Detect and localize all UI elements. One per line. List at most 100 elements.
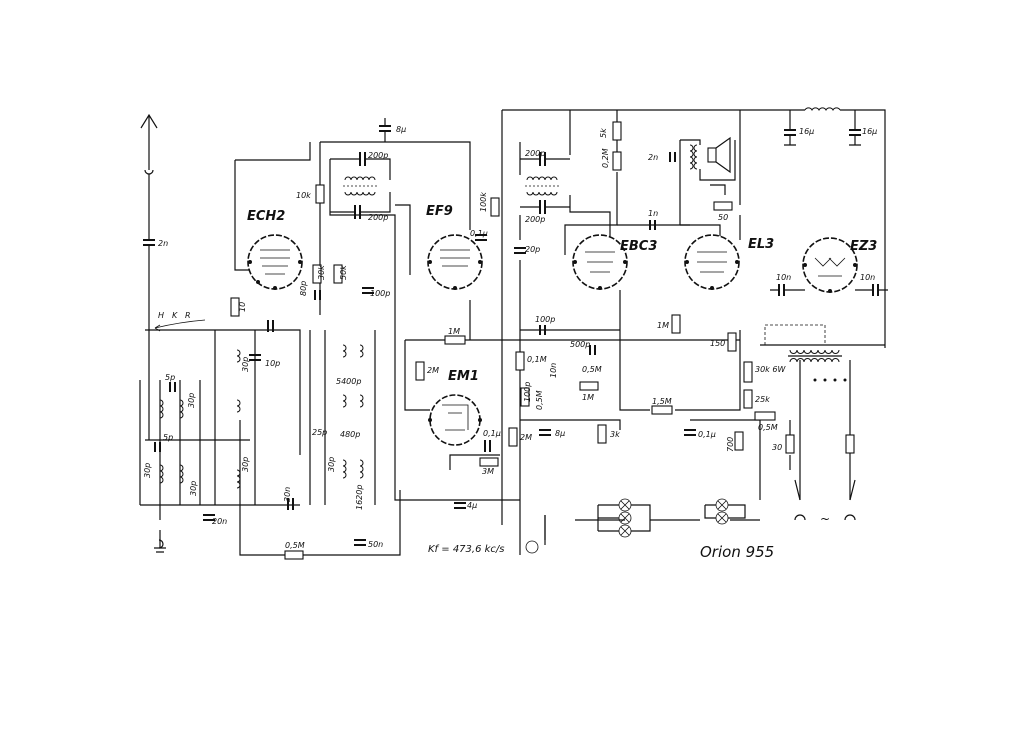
c-2n-ant-label: 2n xyxy=(158,239,168,248)
loudspeaker-symbol xyxy=(669,136,736,195)
c-25p-label: 25p xyxy=(312,428,327,437)
tube-label-em1: EM1 xyxy=(448,369,479,384)
c-8u-label: 8μ xyxy=(396,125,406,134)
kf-value: Kf = 473,6 kc/s xyxy=(428,544,505,555)
band-switch-indicator xyxy=(154,319,206,332)
r-2m-b-label: 2M xyxy=(520,433,532,442)
r-2m-em-label: 2M xyxy=(427,366,439,375)
tube-label-ebc3: EBC3 xyxy=(620,239,657,254)
r-10k-label: 10k xyxy=(296,191,311,200)
c-100p-label: 100p xyxy=(370,289,390,298)
filter-choke xyxy=(804,107,841,112)
r-5k-label: 5k xyxy=(599,128,608,138)
c-30p-b-label: 30p xyxy=(143,463,152,478)
if-transformer-1 xyxy=(329,152,391,219)
schematic-title: Orion 955 xyxy=(700,543,774,561)
c-1n-label: 1n xyxy=(648,209,658,218)
antenna-symbol xyxy=(140,113,158,440)
band-switch-r: R xyxy=(185,311,191,320)
r-3m-label: 3M xyxy=(482,467,494,476)
c-10p-label: 10p xyxy=(265,359,280,368)
c-1620p-label: 1620p xyxy=(355,485,364,510)
r-50k-label: 50k xyxy=(339,265,348,280)
tube-ef9 xyxy=(427,234,483,290)
r-1m-grid-label: 1M xyxy=(448,327,460,336)
r-50-label: 50 xyxy=(718,213,728,222)
r-25k-label: 25k xyxy=(755,395,770,404)
r-15m-label: 1,5M xyxy=(652,397,672,406)
band-switch-k: K xyxy=(172,311,178,320)
c-30n-label: 30n xyxy=(283,487,292,502)
tube-label-el3: EL3 xyxy=(748,237,774,252)
c-200p-c-label: 200p xyxy=(525,149,545,158)
c-01u-ef9-label: 0,1μ xyxy=(470,229,488,238)
r-05m-pot-label: 0,5M xyxy=(582,365,602,374)
r-30-label: 30 xyxy=(772,443,782,452)
r-30k-ech-label: 30k xyxy=(317,265,326,280)
power-transformer xyxy=(764,324,847,382)
c-30p-d-label: 30p xyxy=(241,357,250,372)
c-30p-e-label: 30p xyxy=(241,457,250,472)
c-10n-b-label: 10n xyxy=(860,273,875,282)
rf-coils xyxy=(139,330,376,520)
r-150-label: 150 xyxy=(710,339,725,348)
c-5400p-label: 5400p xyxy=(336,377,361,386)
c-500p-label: 500p xyxy=(570,340,590,349)
mains-plug: ~ xyxy=(794,479,856,526)
dial-lamps xyxy=(597,498,746,538)
r-01m-label: 0,1M xyxy=(527,355,547,364)
tube-ebc3 xyxy=(572,234,628,290)
c-480p-label: 480p xyxy=(340,430,360,439)
c-30p-f-label: 30p xyxy=(327,457,336,472)
c-8u-b-label: 8μ xyxy=(555,429,565,438)
c-16u-a-label: 16μ xyxy=(799,127,814,136)
c-200p-d-label: 200p xyxy=(525,215,545,224)
c-01u-em-label: 0,1μ xyxy=(483,429,501,438)
c-50n-label: 50n xyxy=(368,540,383,549)
r-30k-6w-label: 30k 6W xyxy=(755,365,786,374)
c-30p-a-label: 30p xyxy=(187,393,196,408)
c-10n-a-label: 10n xyxy=(776,273,791,282)
c-5p-b-label: 5p xyxy=(163,433,173,442)
resistor-symbols xyxy=(230,121,855,560)
c-10n-vol-label: 10n xyxy=(549,363,558,378)
c-200p-a-label: 200p xyxy=(368,151,388,160)
pickup-input xyxy=(154,515,546,555)
r-10-label: 10 xyxy=(238,302,247,312)
r-1m-b-label: 1M xyxy=(582,393,594,402)
if-transformer-2 xyxy=(520,152,570,214)
r-3k-label: 3k xyxy=(610,430,620,439)
c-100p-ebc-label: 100p xyxy=(535,315,555,324)
r-02m-label: 0,2M xyxy=(601,148,610,168)
c-5p-a-label: 5p xyxy=(165,373,175,382)
tube-em1 xyxy=(428,394,482,446)
component-labels: 8μ 10k 30k 50k 100p 20p 100k 0,1μ 5k 0,2… xyxy=(143,125,877,550)
c-30p-c-label: 30p xyxy=(189,481,198,496)
tube-label-ez3: EZ3 xyxy=(850,239,877,254)
r-05m-b-label: 0,5M xyxy=(758,423,778,432)
c-80p-label: 80p xyxy=(299,281,308,296)
c-4u-label: 4μ xyxy=(467,501,477,510)
svg-text:~: ~ xyxy=(820,512,830,526)
tube-el3 xyxy=(684,234,740,290)
c-16u-b-label: 16μ xyxy=(862,127,877,136)
c-200p-b-label: 200p xyxy=(368,213,388,222)
tube-label-ef9: EF9 xyxy=(426,204,453,219)
c-01u-b-label: 0,1μ xyxy=(698,430,716,439)
r-05m-em-label: 0,5M xyxy=(535,390,544,410)
tube-label-ech2: ECH2 xyxy=(247,209,285,224)
r-1m-el3-label: 1M xyxy=(657,321,669,330)
capacitor-symbols xyxy=(154,118,888,546)
c-100p-em-label: 100p xyxy=(523,382,532,402)
c-20n-label: 20n xyxy=(212,517,227,526)
r-700-label: 700 xyxy=(726,437,735,452)
c-20p-mid-label: 20p xyxy=(525,245,540,254)
r-05m-agc-label: 0,5M xyxy=(285,541,305,550)
c-2n-spk-label: 2n xyxy=(648,153,658,162)
wiring xyxy=(140,109,886,556)
band-switch-h: H xyxy=(158,311,164,320)
tube-ech2 xyxy=(247,234,303,290)
r-100k-label: 100k xyxy=(479,192,488,212)
